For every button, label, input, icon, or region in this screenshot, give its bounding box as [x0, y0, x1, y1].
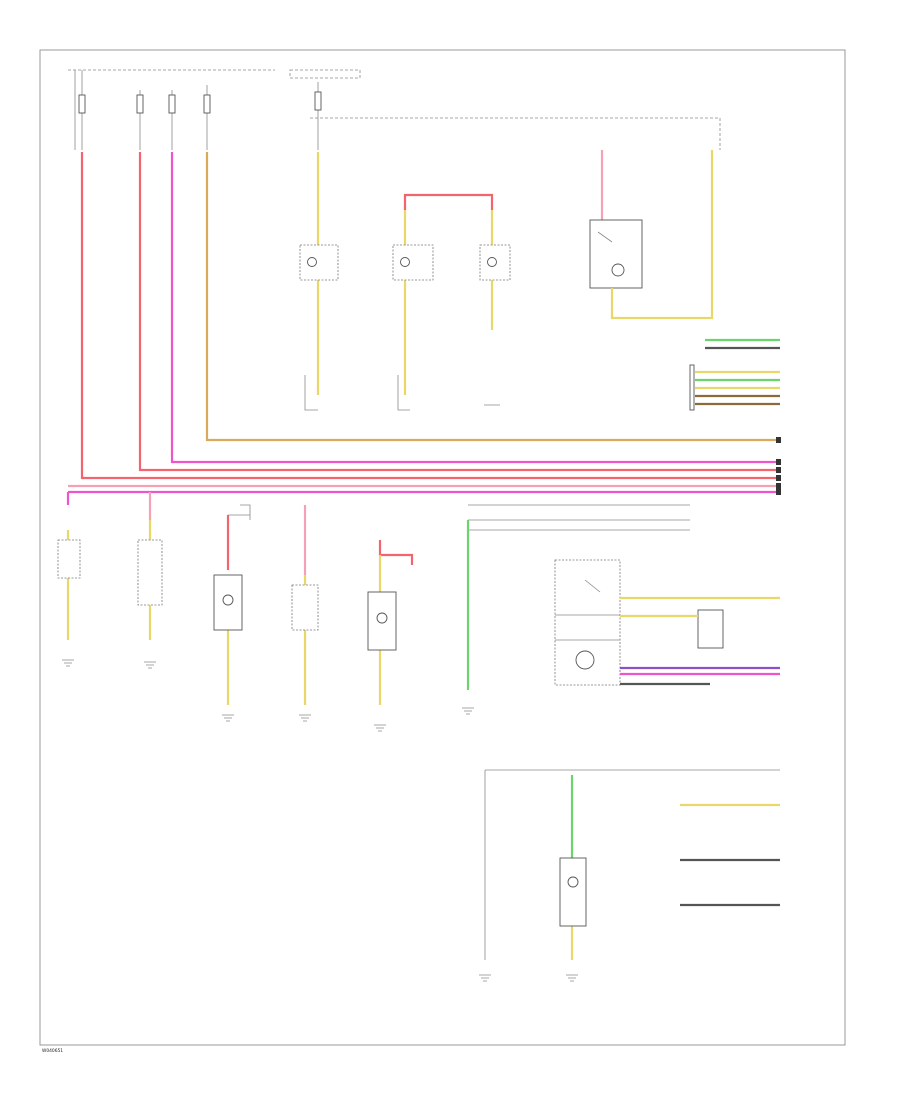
- fuse-icon: [78, 94, 86, 114]
- fuse-icon: [136, 94, 144, 114]
- bulb-icon: [575, 650, 595, 670]
- bulb-icon: [222, 594, 234, 606]
- wire-right-loop: [610, 150, 714, 320]
- ground-icon: [566, 974, 578, 982]
- lower-lamp-a: [57, 539, 81, 579]
- ground-icon: [374, 724, 386, 732]
- connector-icon: [776, 459, 781, 465]
- lower-lamp-d: [291, 584, 319, 631]
- lamp-box-2: [392, 244, 434, 281]
- switch-icon: [597, 231, 613, 243]
- bottom-component: [559, 857, 587, 927]
- bulb-icon: [567, 876, 579, 888]
- ground-icon: [222, 714, 234, 722]
- switch-relay: [697, 609, 724, 649]
- connector-icons: [776, 437, 781, 495]
- connector-icon: [776, 437, 781, 443]
- lower-f-harness: [468, 504, 690, 531]
- bulb-icon: [400, 257, 410, 267]
- bulb-icon: [611, 263, 625, 277]
- lower-lamp-b: [137, 539, 163, 606]
- connector-icon: [776, 467, 781, 473]
- trunk-wires: [68, 152, 780, 494]
- bulb-icon: [487, 257, 497, 267]
- ground-icon: [144, 661, 156, 669]
- connector-icon: [776, 489, 781, 495]
- switch-icon: [584, 579, 601, 593]
- fuse-icon: [314, 91, 322, 111]
- branch-lower-c: [228, 504, 251, 520]
- right-legend-upper: [689, 338, 780, 411]
- ground-icon: [62, 659, 74, 667]
- ground-icon: [299, 714, 311, 722]
- hook-symbols: [304, 375, 500, 411]
- fuse-icons: [78, 91, 322, 114]
- ground-icon: [462, 707, 474, 715]
- ground-icon: [479, 974, 491, 982]
- dash-harness-top: [310, 117, 721, 150]
- right-legend-lower: [680, 803, 780, 907]
- bulb-icon: [376, 612, 388, 624]
- bulb-icon: [307, 257, 317, 267]
- lower-lamp-c: [213, 574, 243, 631]
- fuse-icon: [168, 94, 176, 114]
- lamp-box-1: [299, 244, 339, 281]
- diagram-frame: [39, 49, 846, 1046]
- right-legend-middle: [555, 596, 780, 686]
- right-top-component: [589, 219, 643, 289]
- fuse-stubs: [74, 70, 319, 150]
- fuse-box-outline-right: [289, 69, 361, 79]
- wire-lower-e-top: [378, 540, 414, 565]
- wire-lamp-2-top: [403, 193, 494, 210]
- fuse-icon: [203, 94, 211, 114]
- footer-code: W040651: [42, 1048, 63, 1054]
- connector-icon: [776, 475, 781, 481]
- connector-icon: [776, 483, 781, 489]
